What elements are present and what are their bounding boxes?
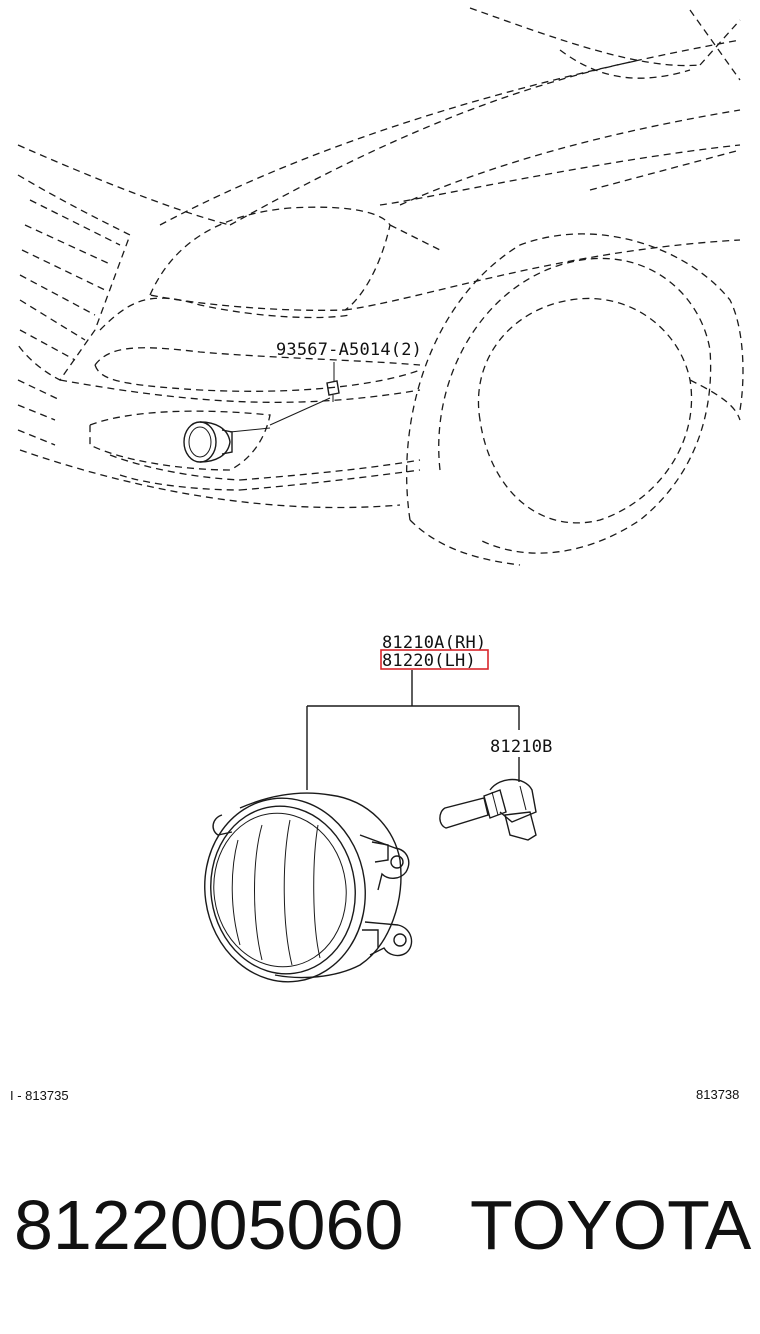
fog-lamp-lh-callout-label: 81220(LH) bbox=[382, 651, 476, 671]
fog-lamp-installed-icon bbox=[183, 421, 271, 463]
bolt-icon bbox=[269, 362, 340, 426]
fog-bulb-icon bbox=[439, 778, 537, 841]
fog-lamp-rh-callout-label: 81210A(RH) bbox=[382, 633, 486, 653]
callout-leader-lines bbox=[306, 670, 520, 790]
fog-lamp-unit-icon bbox=[204, 792, 413, 983]
car-front-drawing bbox=[17, 7, 744, 566]
lh-part-highlight-box bbox=[380, 649, 489, 670]
part-number-caption: 8122005060 bbox=[14, 1186, 404, 1264]
bolt-callout-label: 93567-A5014(2) bbox=[276, 340, 422, 360]
brand-caption: TOYOTA bbox=[470, 1186, 752, 1264]
bulb-callout-label: 81210B bbox=[490, 737, 553, 757]
ref-right-label: 813738 bbox=[696, 1087, 739, 1102]
ref-left-label: I - 813735 bbox=[10, 1088, 69, 1103]
